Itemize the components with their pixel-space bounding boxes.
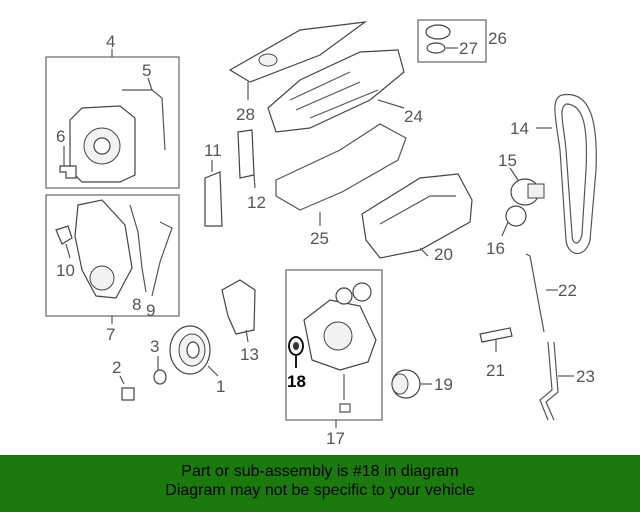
part-oil-pan[interactable]: [361, 173, 473, 259]
part-seal-18-center: [293, 342, 299, 350]
part-idler-16[interactable]: [505, 205, 527, 227]
part-bracket-13[interactable]: [221, 279, 256, 335]
callout-22[interactable]: 22: [558, 281, 577, 300]
part-oil-cap-seal[interactable]: [426, 42, 446, 54]
callout-5[interactable]: 5: [142, 61, 151, 80]
part-bracket-12[interactable]: [237, 129, 255, 179]
callout-17[interactable]: 17: [326, 429, 345, 448]
callout-19[interactable]: 19: [434, 375, 453, 394]
callout-2[interactable]: 2: [112, 358, 121, 377]
callout-15[interactable]: 15: [498, 151, 517, 170]
callout-11[interactable]: 11: [204, 141, 222, 160]
callout-28[interactable]: 28: [236, 105, 255, 124]
callout-1[interactable]: 1: [216, 377, 225, 396]
parts-diagram: 4 5 6 7 10 8 9 1 2 3 11 12 13 28: [45, 19, 597, 448]
callout-9[interactable]: 9: [146, 301, 155, 320]
part-bolt-2[interactable]: [121, 387, 135, 401]
part-gasket-5[interactable]: [122, 89, 166, 151]
group-box-26: [417, 19, 487, 63]
callout-25[interactable]: 25: [310, 229, 329, 248]
footer-line-1: Part or sub-assembly is #18 in diagram: [181, 463, 459, 480]
callout-3[interactable]: 3: [150, 337, 159, 356]
callout-14[interactable]: 14: [510, 119, 529, 138]
callout-21[interactable]: 21: [486, 361, 505, 380]
part-oil-cap[interactable]: [425, 24, 451, 40]
part-dipstick-tube[interactable]: [539, 341, 553, 421]
callout-23[interactable]: 23: [576, 367, 595, 386]
part-10[interactable]: [55, 225, 73, 245]
callout-4[interactable]: 4: [106, 32, 115, 51]
callout-8[interactable]: 8: [132, 295, 141, 314]
callout-10[interactable]: 10: [56, 261, 75, 280]
callout-13[interactable]: 13: [240, 345, 259, 364]
footer-banner: Part or sub-assembly is #18 in diagram D…: [0, 455, 640, 512]
callout-18[interactable]: 18: [287, 372, 306, 391]
callout-20[interactable]: 20: [434, 245, 453, 264]
part-valve-cover[interactable]: [267, 49, 405, 133]
part-valve-cover-gasket[interactable]: [275, 123, 407, 211]
callout-16[interactable]: 16: [486, 239, 505, 258]
callout-24[interactable]: 24: [404, 107, 423, 126]
callout-26[interactable]: 26: [488, 29, 507, 48]
footer-line-2: Diagram may not be specific to your vehi…: [165, 482, 475, 499]
part-9[interactable]: [151, 221, 173, 297]
callout-7[interactable]: 7: [106, 325, 115, 344]
callout-12[interactable]: 12: [247, 193, 266, 212]
part-washer-3[interactable]: [153, 369, 167, 385]
part-dipstick[interactable]: [525, 253, 545, 333]
group-box-17: [285, 269, 383, 421]
part-timing-cover-lower[interactable]: [74, 199, 133, 299]
part-timing-belt[interactable]: [554, 93, 597, 255]
part-6[interactable]: [59, 165, 77, 179]
callout-27[interactable]: 27: [459, 39, 478, 58]
part-bracket-11[interactable]: [204, 171, 223, 227]
callout-6[interactable]: 6: [56, 127, 65, 146]
part-bracket-21[interactable]: [479, 327, 513, 343]
part-8[interactable]: [129, 204, 147, 293]
part-engine-cover[interactable]: [228, 21, 368, 83]
